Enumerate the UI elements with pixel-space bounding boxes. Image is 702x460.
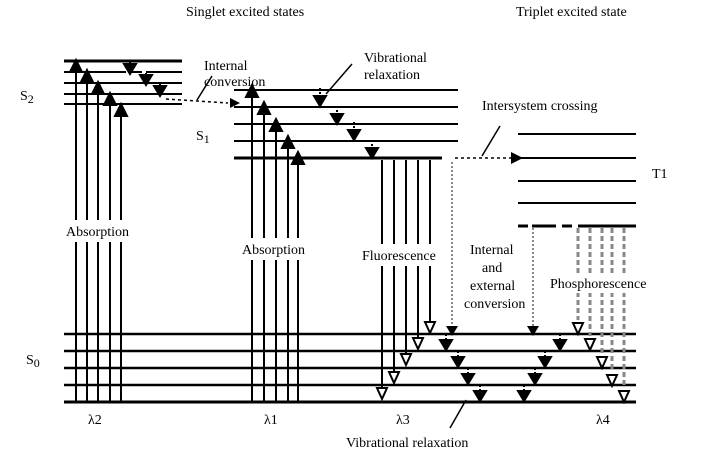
intersystem-crossing-label: Intersystem crossing <box>482 99 597 114</box>
fluorescence-label: Fluorescence <box>362 249 436 264</box>
vibrational-relaxation-label-2: relaxation <box>364 68 420 83</box>
s0-label: S0 <box>26 353 40 370</box>
phosphorescence-arrows <box>576 228 626 388</box>
s1-levels <box>234 89 458 160</box>
s1-label: S1 <box>196 129 210 146</box>
lambda3-label: λ3 <box>396 413 410 428</box>
vibrational-relaxation-s1 <box>312 63 380 160</box>
int-ext-conversion-line-2: and <box>482 261 502 276</box>
s2-label: S2 <box>20 89 34 106</box>
absorption-label-left: Absorption <box>66 225 129 240</box>
s0-levels <box>64 332 636 404</box>
vibrational-relaxation-s2 <box>122 62 168 98</box>
vibrational-relaxation-s0 <box>438 334 568 429</box>
vibrational-relaxation-label-1: Vibrational <box>364 51 427 66</box>
t1-label: T1 <box>652 167 668 182</box>
lambda1-label: λ1 <box>264 413 278 428</box>
lambda4-label: λ4 <box>596 413 610 428</box>
int-ext-conversion-line-3: external <box>470 279 515 294</box>
singlet-header: Singlet excited states <box>186 5 304 20</box>
fluorescence-arrows <box>375 160 437 402</box>
absorption-label-middle: Absorption <box>242 243 305 258</box>
phosphorescence-label: Phosphorescence <box>550 277 646 292</box>
internal-conversion-label-1: Internal <box>204 59 248 74</box>
internal-conversion-label-2: conversion <box>204 75 265 90</box>
int-ext-conversion-line-1: Internal <box>470 243 514 258</box>
internal-external-conversion <box>446 162 539 336</box>
triplet-header: Triplet excited state <box>516 5 627 20</box>
vibrational-relaxation-bottom-label: Vibrational relaxation <box>346 436 468 451</box>
lambda2-label: λ2 <box>88 413 102 428</box>
t1-levels <box>518 133 636 228</box>
intersystem-crossing-arrow <box>455 125 523 164</box>
absorption-arrows-s1 <box>244 82 306 402</box>
int-ext-conversion-line-4: conversion <box>464 297 525 312</box>
internal-conversion-arrow <box>165 75 240 108</box>
phosphorescence-heads <box>571 322 631 405</box>
